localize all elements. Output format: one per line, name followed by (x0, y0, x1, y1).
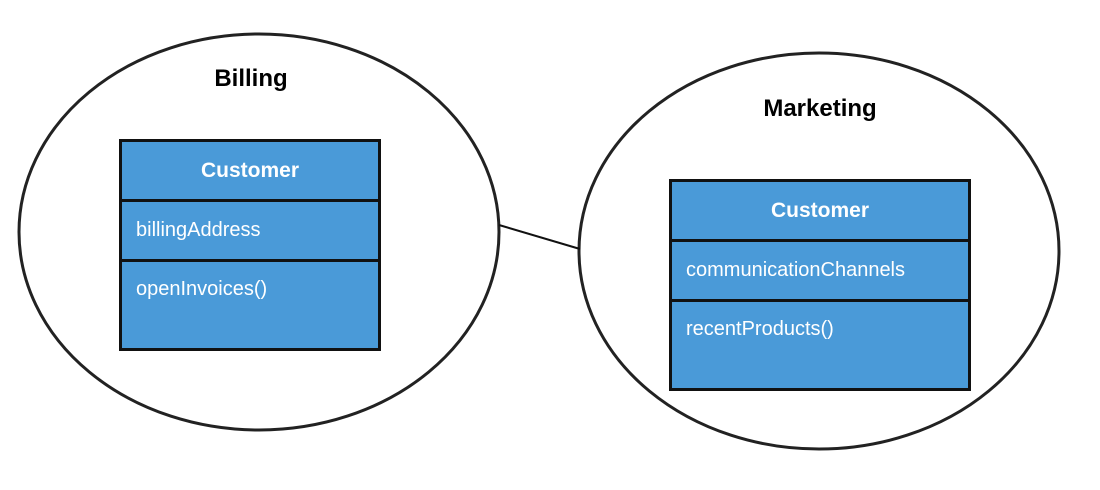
billing-customer-method: openInvoices() (136, 278, 268, 300)
marketing-context-title: Marketing (763, 95, 877, 122)
marketing-customer-class-name: Customer (672, 182, 968, 242)
marketing-customer-method: recentProducts() (686, 318, 834, 340)
billing-customer-class: Customer billingAddress openInvoices() (119, 139, 381, 351)
context-connector-line (498, 224, 581, 250)
billing-context-title: Billing (214, 65, 288, 92)
billing-customer-attribute: billingAddress (122, 202, 378, 262)
marketing-customer-attribute: communicationChannels (672, 242, 968, 302)
marketing-customer-class: Customer communicationChannels recentPro… (669, 179, 971, 391)
billing-customer-class-name: Customer (122, 142, 378, 202)
